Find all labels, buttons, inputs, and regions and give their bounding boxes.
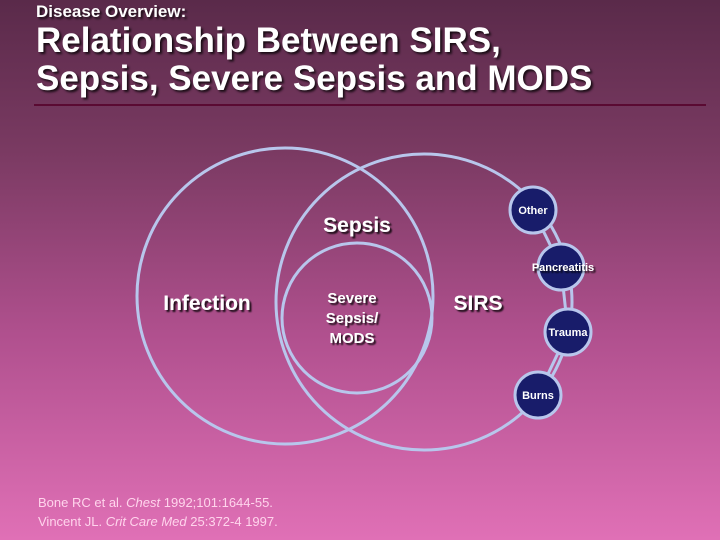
infection-label: Infection — [163, 292, 251, 315]
severe-sepsis-circle — [280, 241, 434, 395]
sirs-label: SIRS — [453, 292, 502, 315]
severe-sepsis-label-line-2: Sepsis/ — [326, 310, 379, 327]
sirs-circle — [274, 152, 574, 452]
infection-circle — [135, 146, 435, 446]
reference-1-citation: 1992;101:1644-55. — [163, 495, 273, 510]
reference-2: Vincent JL. Crit Care Med 25:372-4 1997. — [38, 512, 278, 531]
reference-2-authors: Vincent JL. — [38, 514, 103, 529]
slide-title-line-2: Sepsis, Severe Sepsis and MODS — [36, 59, 593, 98]
reference-1: Bone RC et al. Chest 1992;101:1644-55. — [38, 493, 278, 512]
cause-label-other: Other — [518, 205, 548, 217]
cause-node-burns — [513, 370, 563, 420]
cause-connector — [531, 209, 570, 396]
severe-sepsis-label-line-3: MODS — [330, 330, 375, 347]
reference-2-journal: Crit Care Med — [105, 514, 187, 529]
reference-2-citation: 25:372-4 1997. — [190, 514, 278, 529]
cause-node-other — [508, 185, 558, 235]
cause-node-pancreatitis — [536, 242, 586, 292]
reference-1-journal: Chest — [126, 495, 161, 510]
references: Bone RC et al. Chest 1992;101:1644-55. V… — [38, 493, 278, 531]
cause-node-trauma — [543, 307, 593, 357]
cause-label-trauma: Trauma — [548, 327, 588, 339]
slide-title: Relationship Between SIRS, Sepsis, Sever… — [36, 22, 592, 98]
cause-label-pancreatitis: Pancreatitis — [532, 262, 594, 274]
sepsis-label: Sepsis — [323, 214, 391, 237]
reference-1-authors: Bone RC et al. — [38, 495, 123, 510]
severe-sepsis-label-line-1: Severe — [327, 290, 376, 307]
title-divider — [34, 104, 706, 106]
slide-kicker: Disease Overview: — [36, 2, 187, 21]
cause-label-burns: Burns — [522, 390, 554, 402]
slide-title-line-1: Relationship Between SIRS, — [36, 21, 501, 60]
